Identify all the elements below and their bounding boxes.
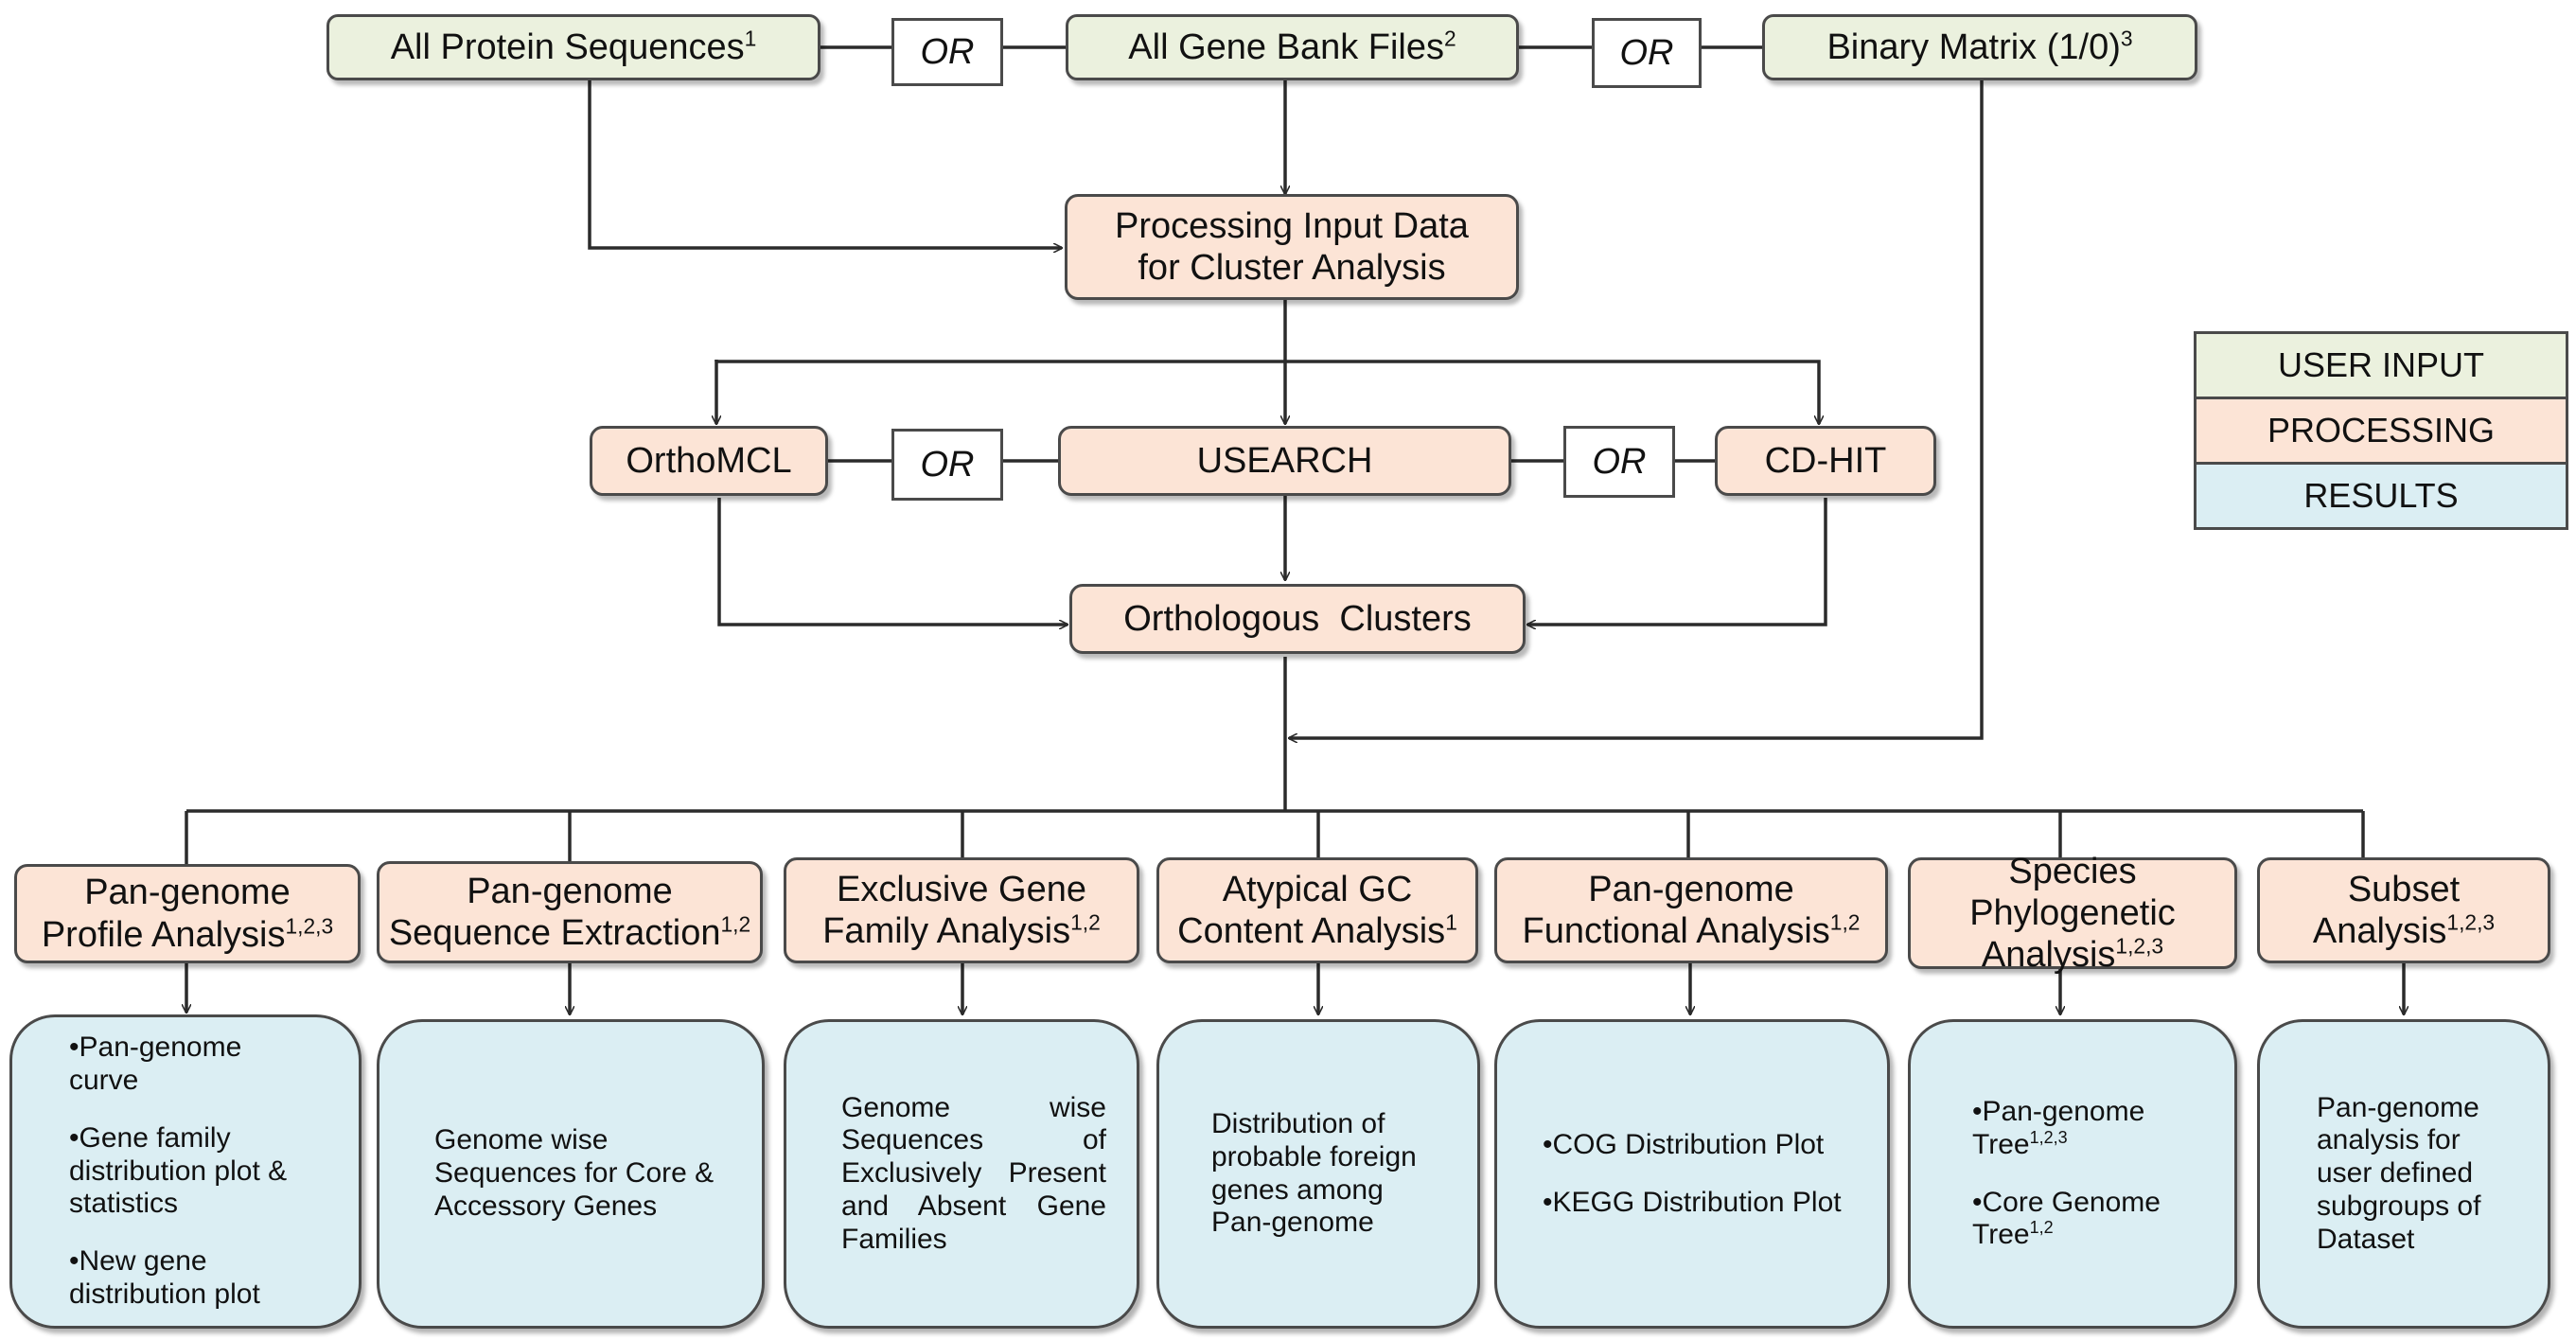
result-text: Genome wise Sequences of Exclusively Pre… xyxy=(841,1091,1106,1255)
tool-usearch: USEARCH xyxy=(1058,426,1511,496)
or-label: OR xyxy=(1619,32,1674,73)
arrow-to-cdhit xyxy=(1285,360,1819,424)
analysis-sup: 1,2 xyxy=(720,911,751,937)
result-sup: 1,2 xyxy=(2029,1218,2054,1238)
input-genebank-sup: 2 xyxy=(1444,26,1456,51)
analysis-sup: 1,2 xyxy=(1070,909,1101,935)
analysis-subset: Subset Analysis1,2,3 xyxy=(2257,857,2550,963)
result-item: •Gene family distribution plot & statist… xyxy=(69,1121,288,1220)
or-box-top-2: OR xyxy=(1592,18,1702,88)
analysis-line1: Subset xyxy=(2347,869,2461,909)
input-genebank-files: All Gene Bank Files2 xyxy=(1066,14,1519,80)
analysis-line1: Exclusive Gene xyxy=(836,869,1086,909)
result-item: •Pan-genome Tree1,2,3 xyxy=(1972,1096,2180,1162)
or-box-mid-1: OR xyxy=(891,429,1003,501)
analysis-sup: 1,2,3 xyxy=(285,912,334,938)
processing-input-data: Processing Input Data for Cluster Analys… xyxy=(1065,194,1519,300)
analysis-line1: Pan-genome xyxy=(1588,869,1794,909)
or-box-mid-2: OR xyxy=(1563,426,1675,498)
analysis-atypical-gc: Atypical GC Content Analysis1 xyxy=(1156,857,1478,963)
analysis-sup: 1 xyxy=(1445,909,1457,935)
analysis-line2: Functional Analysis xyxy=(1522,911,1830,951)
input-protein-label: All Protein Sequences xyxy=(390,26,745,67)
usearch-label: USEARCH xyxy=(1196,440,1373,481)
orthomcl-label: OrthoMCL xyxy=(626,440,792,481)
analysis-sup: 1,2,3 xyxy=(2446,909,2496,935)
arrow-orthomcl-to-clusters xyxy=(717,498,1067,625)
analysis-line1: Pan-genome xyxy=(467,871,673,911)
legend-user-input-label: USER INPUT xyxy=(2277,345,2485,384)
analysis-sequence-extraction: Pan-genome Sequence Extraction1,2 xyxy=(377,861,763,963)
tool-cdhit: CD-HIT xyxy=(1715,426,1936,496)
analysis-line1: Species Phylogenetic xyxy=(1969,851,2176,933)
arrow-cdhit-to-clusters xyxy=(1527,498,1827,625)
result-item: •KEGG Distribution Plot xyxy=(1543,1186,1842,1218)
input-binary-label: Binary Matrix (1/0) xyxy=(1826,26,2121,67)
result-item-text: •Core Genome Tree xyxy=(1972,1186,2161,1251)
legend-user-input: USER INPUT xyxy=(2194,331,2568,399)
analysis-line1: Atypical GC xyxy=(1222,869,1413,909)
analysis-line1: Pan-genome xyxy=(84,873,291,913)
or-label: OR xyxy=(1592,441,1647,482)
analysis-line2: Sequence Extraction xyxy=(388,913,721,953)
tool-orthomcl: OrthoMCL xyxy=(590,426,828,496)
result-text: Genome wise Sequences for Core & Accesso… xyxy=(434,1124,715,1222)
result-item: •Pan-genome curve xyxy=(69,1031,242,1096)
analysis-phylogenetic: Species Phylogenetic Analysis1,2,3 xyxy=(1908,852,2237,975)
orthologous-clusters: Orthologous Clusters xyxy=(1069,584,1526,654)
result-item: •New gene distribution plot xyxy=(69,1245,260,1310)
result-item: •COG Distribution Plot xyxy=(1543,1128,1825,1160)
result-text: Distribution of probable foreign genes a… xyxy=(1211,1107,1417,1239)
result-exclusive: Genome wise Sequences of Exclusively Pre… xyxy=(784,1019,1139,1329)
legend-results: RESULTS xyxy=(2194,462,2568,530)
result-sup: 1,2,3 xyxy=(2029,1127,2068,1147)
analysis-line2: Analysis xyxy=(2312,911,2447,951)
legend: USER INPUT PROCESSING RESULTS xyxy=(2194,331,2568,532)
legend-processing-label: PROCESSING xyxy=(2267,411,2496,450)
analysis-exclusive-gene-family: Exclusive Gene Family Analysis1,2 xyxy=(784,857,1139,963)
analysis-sup: 1,2 xyxy=(1829,909,1861,935)
analysis-functional: Pan-genome Functional Analysis1,2 xyxy=(1494,857,1888,963)
result-sequence-extraction: Genome wise Sequences for Core & Accesso… xyxy=(377,1019,765,1329)
analysis-line2: Family Analysis xyxy=(822,911,1071,951)
input-protein-sequences: All Protein Sequences1 xyxy=(326,14,820,80)
processing-input-line2: for Cluster Analysis xyxy=(1138,248,1446,288)
processing-input-line1: Processing Input Data xyxy=(1115,205,1469,246)
result-text: Pan-genome analysis for user defined sub… xyxy=(2317,1091,2481,1255)
result-gc: Distribution of probable foreign genes a… xyxy=(1156,1019,1480,1329)
result-phylogenetic: •Pan-genome Tree1,2,3 •Core Genome Tree1… xyxy=(1908,1019,2237,1329)
legend-processing: PROCESSING xyxy=(2194,397,2568,465)
or-label: OR xyxy=(920,31,975,72)
analysis-line2: Analysis xyxy=(1981,935,2116,976)
input-genebank-label: All Gene Bank Files xyxy=(1128,26,1445,67)
arrow-protein-to-processing xyxy=(588,80,1062,248)
result-item-text: •Pan-genome Tree xyxy=(1972,1095,2145,1160)
analysis-line2: Profile Analysis xyxy=(41,914,286,955)
result-profile: •Pan-genome curve •Gene family distribut… xyxy=(9,1014,362,1329)
arrow-binary-to-results xyxy=(1289,80,1984,738)
result-item: •Core Genome Tree1,2 xyxy=(1972,1187,2199,1253)
or-label: OR xyxy=(920,444,975,485)
clusters-label: Orthologous Clusters xyxy=(1123,598,1472,639)
analysis-sup: 1,2,3 xyxy=(2115,933,2164,959)
result-functional: •COG Distribution Plot •KEGG Distributio… xyxy=(1494,1019,1890,1329)
input-protein-sup: 1 xyxy=(744,26,757,51)
analysis-profile: Pan-genome Profile Analysis1,2,3 xyxy=(14,864,361,963)
input-binary-sup: 3 xyxy=(2120,26,2133,51)
arrow-to-orthomcl xyxy=(716,360,1285,424)
legend-results-label: RESULTS xyxy=(2303,476,2459,515)
or-box-top-1: OR xyxy=(891,18,1003,86)
result-subset: Pan-genome analysis for user defined sub… xyxy=(2257,1019,2550,1329)
analysis-line2: Content Analysis xyxy=(1177,911,1446,951)
cdhit-label: CD-HIT xyxy=(1764,440,1887,481)
input-binary-matrix: Binary Matrix (1/0)3 xyxy=(1762,14,2197,80)
